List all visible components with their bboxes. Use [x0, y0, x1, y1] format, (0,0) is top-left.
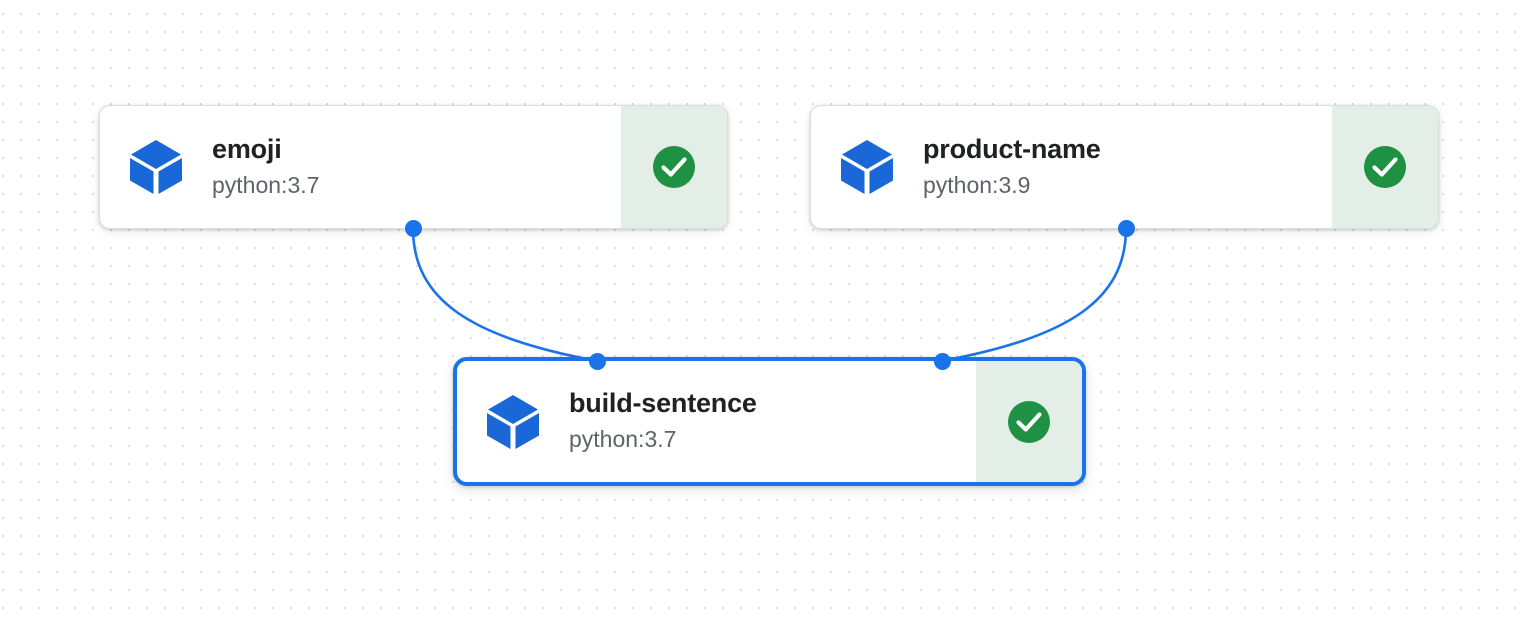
node-emoji[interactable]: emoji python:3.7 [99, 105, 728, 229]
port-build-sentence-input-right[interactable] [933, 352, 951, 370]
node-title: emoji [212, 133, 282, 164]
node-subtitle: python:3.9 [923, 171, 1031, 198]
check-circle-icon [653, 146, 695, 188]
node-emoji-status-band [621, 106, 727, 228]
edge-emoji-to-build[interactable] [411, 226, 599, 363]
node-subtitle: python:3.7 [569, 426, 677, 453]
node-product-name-body[interactable]: product-name python:3.9 [811, 106, 1332, 228]
node-emoji-text: emoji python:3.7 [212, 134, 319, 200]
node-product-name-text: product-name python:3.9 [923, 134, 1101, 200]
node-build-sentence-status-band [976, 361, 1082, 482]
port-product-name-output[interactable] [1117, 219, 1135, 237]
node-title: build-sentence [569, 388, 757, 419]
node-product-name-status-band [1332, 106, 1438, 228]
node-emoji-body[interactable]: emoji python:3.7 [100, 106, 621, 228]
check-circle-icon [1364, 146, 1406, 188]
node-build-sentence-text: build-sentence python:3.7 [569, 388, 757, 454]
node-title: product-name [923, 133, 1101, 164]
node-build-sentence-body[interactable]: build-sentence python:3.7 [457, 361, 976, 482]
cube-icon [487, 394, 539, 449]
cube-icon [841, 140, 893, 194]
check-circle-icon [1008, 400, 1050, 443]
node-product-name[interactable]: product-name python:3.9 [810, 105, 1439, 229]
port-emoji-output[interactable] [404, 219, 422, 237]
node-build-sentence[interactable]: build-sentence python:3.7 [453, 357, 1086, 486]
edge-product-to-build[interactable] [940, 226, 1128, 363]
node-subtitle: python:3.7 [212, 171, 320, 198]
port-build-sentence-input-left[interactable] [588, 352, 606, 370]
cube-icon [130, 140, 182, 194]
